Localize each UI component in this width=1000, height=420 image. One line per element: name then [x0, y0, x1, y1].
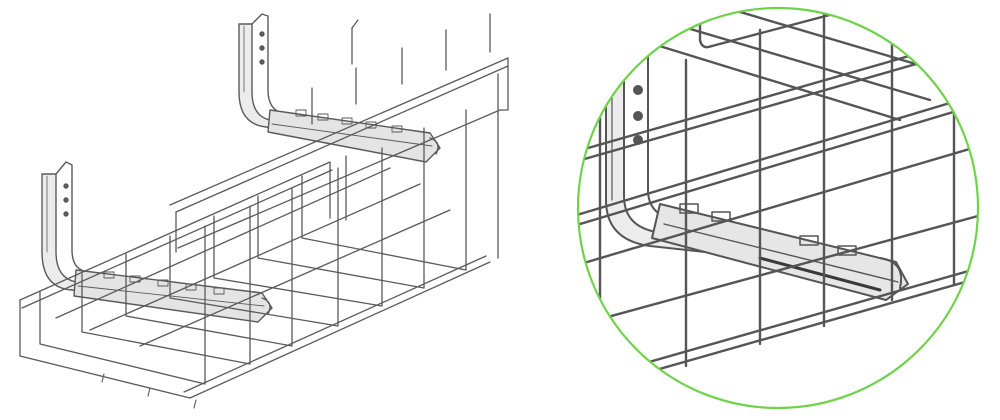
detail-magnified-view	[576, 6, 980, 410]
detail-highlight-circle	[576, 6, 980, 410]
wire-mesh-tray	[19, 13, 509, 409]
detail-wire-mesh	[578, 8, 978, 390]
rear-slotted-clip	[267, 109, 441, 163]
tray-overview-drawing	[19, 13, 509, 409]
detail-slotted-clip	[651, 203, 909, 301]
